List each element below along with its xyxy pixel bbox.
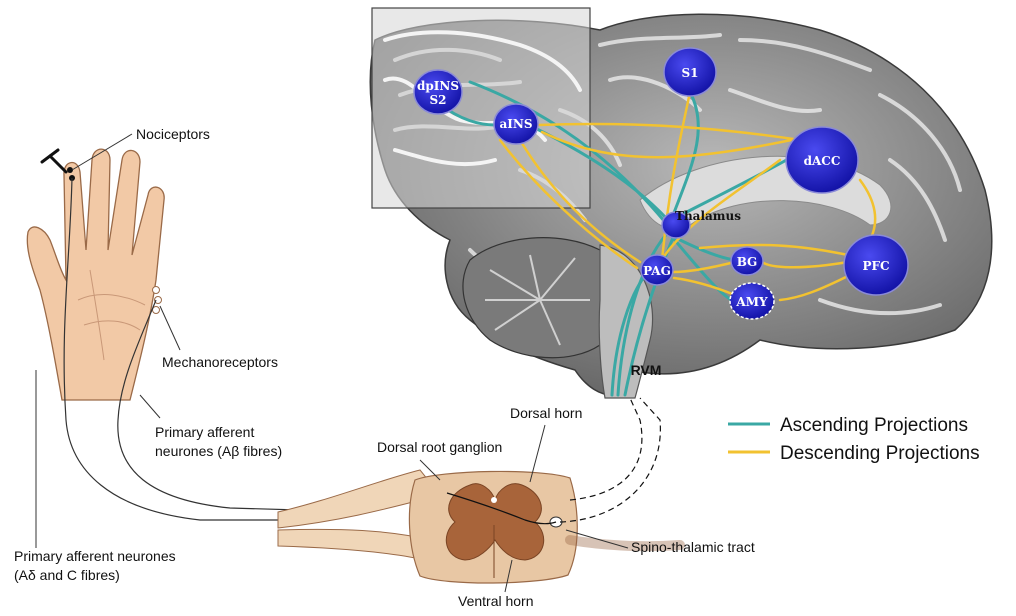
node-dpins-label: dpINS — [417, 79, 459, 93]
mechanoreceptor-dot — [153, 287, 160, 294]
node-ains[interactable]: aINS — [494, 104, 538, 144]
node-bg[interactable]: BG — [731, 247, 763, 275]
leader-line — [140, 395, 160, 418]
label-spino-thalamic-tract: Spino-thalamic tract — [631, 539, 755, 555]
central-canal — [491, 497, 497, 503]
node-dacc[interactable]: dACC — [786, 127, 858, 193]
pin-icon — [42, 150, 66, 172]
legend-ascending-label: Ascending Projections — [780, 415, 968, 436]
legend: Ascending Projections Descending Project… — [728, 415, 980, 464]
rvm-label: RVM — [631, 362, 662, 378]
node-dacc-label: dACC — [804, 154, 841, 168]
legend-descending-label: Descending Projections — [780, 443, 980, 464]
node-s1[interactable]: S1 — [664, 48, 716, 96]
node-bg-label: BG — [737, 255, 758, 269]
node-pfc-label: PFC — [862, 259, 889, 273]
hand-outline — [27, 149, 164, 400]
spinal-cord-illustration — [278, 398, 680, 592]
label-primary-ac-line1: Primary afferent neurones — [14, 548, 176, 564]
node-thalamus-label: Thalamus — [675, 209, 741, 223]
label-primary-ac-line2: (Aδ and C fibres) — [14, 567, 120, 583]
node-pag[interactable]: PAG — [641, 255, 673, 285]
hand-illustration — [27, 134, 180, 548]
label-dorsal-root-ganglion: Dorsal root ganglion — [377, 439, 502, 455]
label-ventral-horn: Ventral horn — [458, 593, 534, 609]
node-pag-label: PAG — [643, 264, 671, 278]
label-mechanoreceptors: Mechanoreceptors — [162, 354, 278, 370]
label-primary-ab-line1: Primary afferent — [155, 424, 254, 440]
node-s1-label: S1 — [681, 66, 698, 80]
node-s2-label: S2 — [429, 93, 446, 107]
node-pfc[interactable]: PFC — [844, 235, 908, 295]
leader-line — [160, 306, 180, 350]
node-dpins-s2[interactable]: dpINS S2 — [414, 70, 462, 114]
ventral-root — [278, 529, 430, 560]
node-amy[interactable]: AMY — [730, 283, 774, 319]
label-dorsal-horn: Dorsal horn — [510, 405, 582, 421]
node-amy-label: AMY — [735, 295, 768, 309]
node-ains-label: aINS — [499, 117, 532, 131]
insula-inset-box — [372, 8, 590, 208]
label-primary-ab-line2: neurones (Aβ fibres) — [155, 443, 282, 459]
label-nociceptors: Nociceptors — [136, 126, 210, 142]
